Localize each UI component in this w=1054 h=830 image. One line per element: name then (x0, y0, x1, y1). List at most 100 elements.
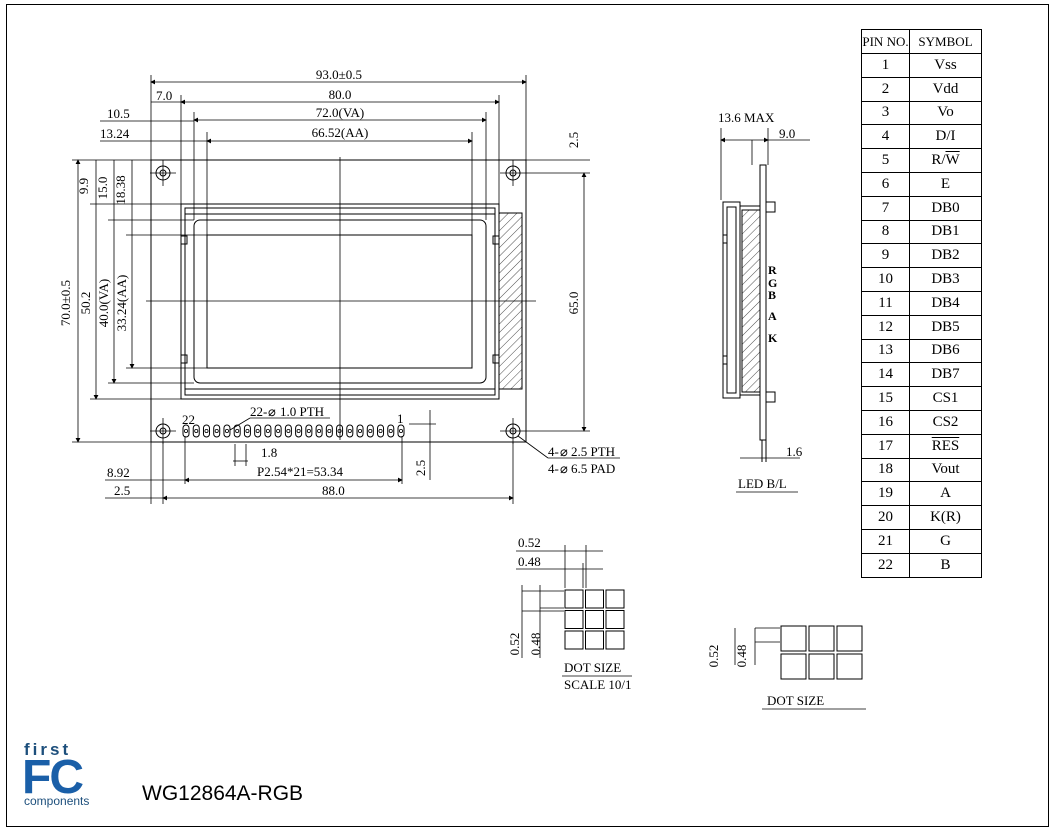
pin-pad (305, 424, 313, 438)
dim-88-0: 88.0 (322, 483, 345, 498)
dot-cell (808, 653, 835, 680)
pin-symbol: B (909, 552, 982, 578)
dim-height-65: 65.0 (566, 292, 581, 315)
pin-hole (204, 428, 209, 433)
pin-last-label: 1 (397, 411, 404, 426)
pin-hole (358, 428, 363, 433)
pin-symbol: DB0 (909, 195, 982, 221)
pin-hole (296, 428, 301, 433)
led-r-label: R (768, 263, 777, 277)
dot-large-h-048: 0.48 (734, 645, 749, 668)
dot-size-detail: 0.52 0.48 0.52 0.48 DOT SIZE SCALE 10/1 (507, 535, 632, 692)
pin-symbol: K(R) (909, 505, 982, 530)
pin-hole (378, 428, 383, 433)
dot-w-052: 0.52 (518, 535, 541, 550)
pin-number: 18 (861, 457, 910, 483)
dot-small-scale: SCALE 10/1 (564, 677, 632, 692)
pin-hole (214, 428, 219, 433)
dot-cell (836, 625, 863, 652)
dim-va-height: 40.0(VA) (96, 279, 111, 328)
pin-hole (276, 428, 281, 433)
dot-cell (585, 610, 604, 629)
dot-cell (564, 589, 584, 609)
mounting-hole (500, 418, 526, 444)
pin-symbol: D/I (909, 124, 982, 150)
side-led-label: LED B/L (738, 476, 787, 491)
dim-total-width: 93.0±0.5 (316, 67, 362, 82)
pin-number: 21 (861, 528, 910, 554)
pin-pad (315, 424, 323, 438)
diameter-symbol: ⌀ (560, 444, 568, 459)
dim-9-9: 9.9 (76, 178, 91, 194)
pin-header (182, 424, 405, 438)
pin-symbol: DB7 (909, 362, 982, 388)
dim-8-92: 8.92 (107, 465, 130, 480)
pin-number: 15 (861, 386, 910, 411)
dot-grid-large (780, 625, 863, 680)
pin-pad (274, 424, 282, 438)
dim-pitch-1-8: 1.8 (261, 445, 277, 460)
pin-symbol: A (909, 481, 982, 507)
pin-hole (194, 428, 199, 433)
drawing-frame (6, 4, 1049, 827)
pin-first-label: 22 (182, 412, 195, 427)
pin-number: 4 (861, 124, 910, 150)
pin-number: 11 (861, 290, 910, 316)
pin-pad (377, 424, 385, 438)
pin-pad (346, 424, 354, 438)
mounting-hole (150, 160, 176, 186)
dot-cell (808, 625, 835, 652)
pin-number: 14 (861, 362, 910, 388)
dim-width-80: 80.0 (329, 87, 352, 102)
led-k-label: K (768, 331, 778, 345)
mounting-hole (500, 160, 526, 186)
pin-number: 10 (861, 267, 910, 292)
dot-cell (564, 630, 584, 650)
pin-hole (327, 428, 332, 433)
first-components-logo: first FC components (22, 740, 112, 810)
side-dim-1-6: 1.6 (786, 444, 803, 459)
pin-symbol: G (909, 528, 982, 554)
dim-15-0: 15.0 (95, 177, 110, 200)
pin-number: 8 (861, 219, 910, 245)
side-backlight (741, 209, 761, 393)
pin-number: 20 (861, 505, 910, 530)
pin-symbol: Vo (909, 100, 982, 126)
dot-cell (585, 589, 604, 609)
dim-2-5-bottom: 2.5 (413, 460, 428, 476)
pin-hole (286, 428, 291, 433)
pin-pad (213, 424, 221, 438)
hole-pad-label: 6.5 PAD (571, 461, 615, 476)
pin-table-header: PIN NO. SYMBOL (861, 29, 982, 54)
side-view: 13.6 MAX 9.0 1.6 LED B/L R G B A K (718, 110, 810, 493)
model-number: WG12864A-RGB (142, 782, 304, 805)
dot-cell (564, 610, 584, 629)
dot-h-048: 0.48 (528, 633, 543, 656)
pin-pad (202, 424, 210, 438)
pin-hole (306, 428, 311, 433)
pin-number: 9 (861, 243, 910, 269)
pin-number: 16 (861, 409, 910, 435)
pin-number: 19 (861, 481, 910, 507)
dot-small-title: DOT SIZE (564, 660, 621, 675)
side-pcb (759, 164, 767, 441)
front-view: 93.0±0.5 80.0 72.0(VA) 66.52(AA) 10.5 7.… (58, 67, 620, 504)
led-a-label: A (768, 309, 777, 323)
pin-number: 17 (861, 433, 910, 459)
pin-pad (223, 424, 231, 438)
pin-pad (264, 424, 272, 438)
